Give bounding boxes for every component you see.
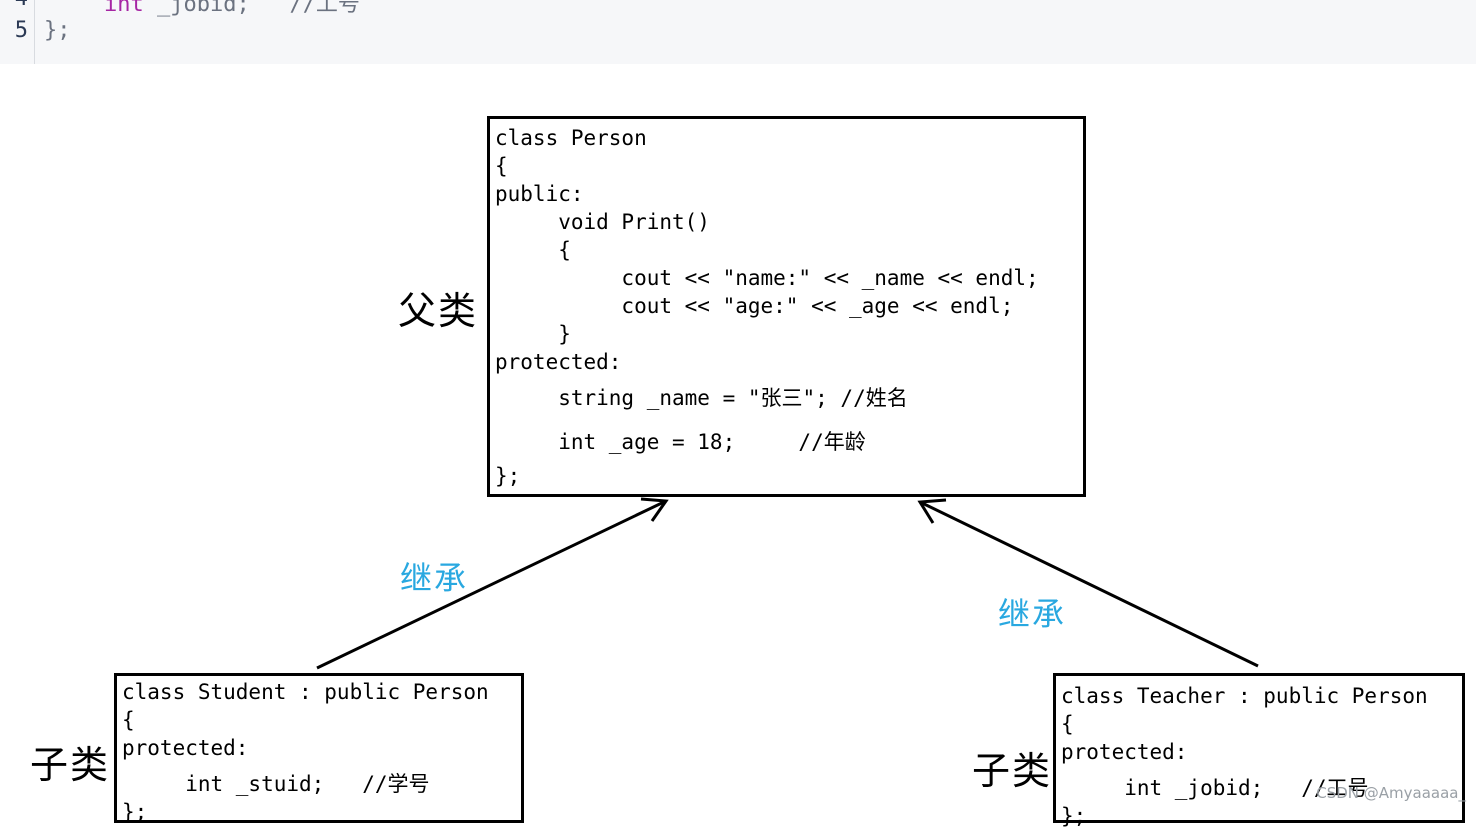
gutter-divider xyxy=(34,0,35,64)
code-line: public: xyxy=(495,182,584,206)
line-number: 5 xyxy=(14,18,28,43)
code-line: { xyxy=(122,708,135,732)
inherit-label-right: 继承 xyxy=(998,595,1067,633)
code-line: class Person xyxy=(495,126,647,150)
code-line: }; xyxy=(122,800,148,824)
teacher-subclass-label: 子类 xyxy=(972,749,1053,793)
keyword-int: int xyxy=(104,0,144,17)
code-line: void Print() xyxy=(495,210,710,234)
code-line: protected: xyxy=(495,350,622,374)
code-line-close: }; xyxy=(44,18,71,43)
code-line: protected: xyxy=(122,736,249,760)
code-line: protected: xyxy=(1061,740,1188,764)
code-line: cout << "name:" << _name << endl; xyxy=(495,266,1039,290)
code-line-jobid: int _jobid; //工号 xyxy=(104,0,360,18)
parent-class-box: class Person { public: void Print() { co… xyxy=(487,116,1086,497)
line-number: 4 xyxy=(0,0,28,11)
code-line: int _jobid; //工号 xyxy=(1061,776,1369,800)
code-line: { xyxy=(495,238,571,262)
code-line: int _stuid; //学号 xyxy=(122,772,430,796)
code-editor-strip: 4 5 int _jobid; //工号 }; xyxy=(0,0,1476,64)
code-line: { xyxy=(1061,712,1074,736)
teacher-class-box: class Teacher : public Person { protecte… xyxy=(1053,673,1465,828)
left-arrow-head xyxy=(640,497,669,522)
student-class-box: class Student : public Person { protecte… xyxy=(114,673,524,824)
inheritance-arrows xyxy=(316,497,1259,670)
code-line: class Teacher : public Person xyxy=(1061,684,1428,708)
parent-class-label: 父类 xyxy=(398,289,479,333)
student-subclass-label: 子类 xyxy=(30,743,111,787)
code-line-jobid-rest: _jobid; //工号 xyxy=(143,0,360,17)
code-line: } xyxy=(495,322,571,346)
code-line: int _age = 18; //年龄 xyxy=(495,430,866,454)
inherit-label-left: 继承 xyxy=(400,559,469,597)
right-arrow-head xyxy=(917,498,947,524)
code-line: { xyxy=(495,154,508,178)
code-line: class Student : public Person xyxy=(122,680,489,704)
code-line: }; xyxy=(1061,804,1087,828)
right-arrow-line xyxy=(919,500,1259,668)
left-arrow-line xyxy=(316,499,667,670)
code-line: cout << "age:" << _age << endl; xyxy=(495,294,1014,318)
code-line: }; xyxy=(495,464,521,488)
watermark: CSDN @Amyaaaaa_ xyxy=(1316,784,1466,802)
code-line: string _name = "张三"; //姓名 xyxy=(495,386,908,410)
